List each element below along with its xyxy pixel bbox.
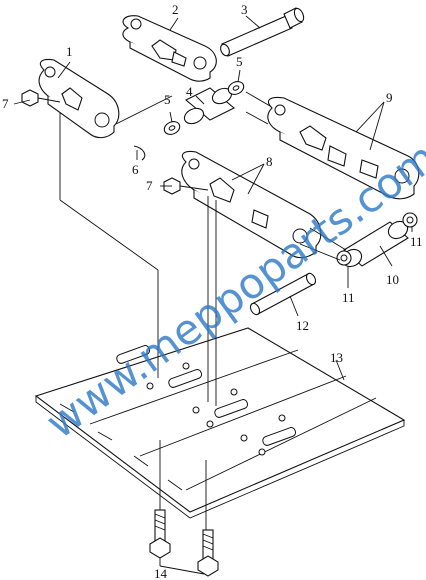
callout-11-right: 11 [410,234,423,249]
callout-5-lower: 5 [164,92,171,107]
callout-13: 13 [330,350,343,365]
callout-5-upper: 5 [236,54,243,69]
callout-2: 2 [172,2,179,17]
leader-lines [13,15,413,575]
callout-11-left: 11 [342,290,355,305]
bolt-part-14 [149,509,219,577]
spacer-part-5 [163,81,245,135]
callout-7-left: 7 [2,96,9,111]
callout-8: 8 [266,154,273,169]
callout-1: 1 [66,44,73,59]
callout-7-right: 7 [146,178,153,193]
callout-9: 9 [386,90,393,105]
callout-6: 6 [132,162,139,177]
track-shoe-part-13 [34,327,406,519]
callout-3: 3 [241,2,248,17]
link-part-9 [267,96,420,200]
link-part-1 [38,58,146,161]
pin-part-12 [249,272,317,316]
link-part-8 [181,150,322,259]
callout-14: 14 [154,566,168,580]
spacer-part-11 [336,212,418,266]
pin-part-3 [220,7,305,57]
callout-12: 12 [296,318,309,333]
link-part-2 [122,15,217,82]
callout-10: 10 [386,272,399,287]
callout-4: 4 [186,84,193,99]
